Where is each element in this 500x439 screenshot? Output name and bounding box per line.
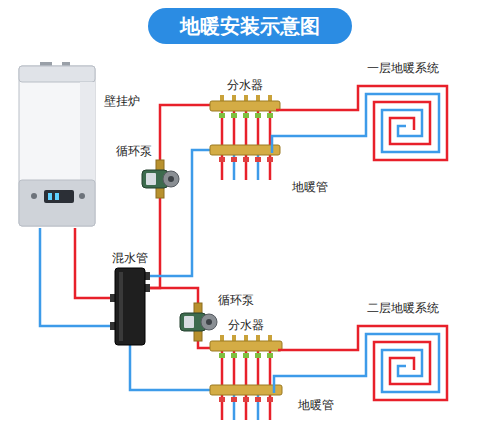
shape-part (243, 353, 249, 358)
shape-part (231, 157, 237, 162)
shape-part (55, 193, 59, 200)
part-label: 分水器 (228, 318, 264, 332)
part-label: 一层地暖系统 (367, 61, 439, 75)
floor-heating-coil: 一层地暖系统 (350, 78, 455, 168)
shape-part (244, 95, 248, 101)
water-pipe (150, 288, 198, 303)
knob (79, 193, 85, 199)
shape-part (231, 113, 237, 118)
water-pipe (198, 341, 210, 348)
shape-part (19, 180, 95, 226)
circulation-pump: 循环泵 (140, 160, 180, 198)
manifold-drawing (210, 95, 280, 180)
shape-part (119, 272, 123, 341)
shape-part (276, 109, 280, 112)
water-pipe (282, 349, 350, 352)
shape-part (220, 95, 224, 101)
floor-heating-coil: 二层地暖系统 (350, 318, 455, 408)
shape-part (115, 268, 145, 345)
knob (31, 193, 37, 199)
shape-part (268, 95, 272, 101)
shape-part (232, 95, 236, 101)
boiler-drawing (18, 62, 96, 228)
water-pipe (75, 228, 110, 298)
manifold: 分水器 (210, 335, 282, 420)
shape-part (244, 335, 248, 341)
circulation-pump: 循环泵 (178, 303, 218, 341)
shape-part (219, 397, 225, 402)
part-label: 分水器 (227, 78, 263, 92)
shape-part (274, 376, 282, 393)
part-label: 壁挂炉 (104, 94, 140, 108)
shape-part (267, 157, 273, 162)
shape-part (231, 397, 237, 402)
shape-part (278, 349, 282, 352)
shape-part (350, 326, 447, 400)
shape-part (231, 353, 237, 358)
manifold-drawing (210, 335, 282, 420)
water-pipe (130, 345, 210, 390)
water-pipe (150, 150, 210, 276)
part-label: 循环泵 (218, 293, 254, 307)
floor-heating-coil-drawing (350, 78, 455, 168)
part-label: 混水管 (112, 251, 148, 265)
shape-part (232, 335, 236, 341)
shape-part (272, 136, 280, 153)
shape-part (19, 66, 95, 82)
part-label: 二层地暖系统 (367, 301, 439, 315)
pump-cap (206, 319, 212, 325)
manifold: 分水器 (210, 95, 280, 180)
shape-part (184, 316, 194, 328)
floor-heating-coil-drawing (350, 318, 455, 408)
shape-part (210, 145, 280, 155)
shape-part (267, 353, 273, 358)
water-pipe (280, 135, 350, 138)
water-pipe (150, 198, 160, 288)
shape-part (243, 397, 249, 402)
circulation-pump-drawing (140, 160, 180, 198)
shape-part (350, 86, 447, 160)
boiler: 壁挂炉 (18, 62, 96, 228)
shape-part (350, 94, 439, 152)
shape-part (219, 353, 225, 358)
water-pipe (282, 375, 350, 378)
shape-part (210, 341, 282, 351)
shape-part (255, 397, 261, 402)
part-label: 循环泵 (116, 144, 152, 158)
shape-part (243, 113, 249, 118)
water-pipe (160, 105, 210, 160)
shape-part (48, 193, 52, 200)
shape-part (210, 385, 282, 395)
shape-part (243, 157, 249, 162)
pump-cap (201, 314, 217, 330)
shape-part (267, 113, 273, 118)
shape-part (256, 95, 260, 101)
pump-cap (163, 171, 179, 187)
mixing-tank-drawing (110, 268, 150, 345)
mixing-tank: 混水管 (110, 268, 150, 345)
shape-part (350, 334, 439, 392)
shape-part (255, 353, 261, 358)
shape-part (210, 101, 280, 111)
shape-part (255, 157, 261, 162)
shape-part (255, 113, 261, 118)
water-pipe (280, 109, 350, 112)
shape-part (80, 82, 95, 182)
pipe-label: 地暖管 (292, 180, 328, 194)
shape-part (268, 335, 272, 341)
circulation-pump-drawing (178, 303, 218, 341)
shape-part (267, 397, 273, 402)
shape-part (219, 113, 225, 118)
shape-part (256, 335, 260, 341)
shape-part (219, 157, 225, 162)
pipe-label: 地暖管 (298, 398, 334, 412)
water-pipe (40, 228, 110, 326)
shape-part (146, 173, 156, 185)
shape-part (19, 66, 95, 226)
title-banner: 地暖安装示意图 (148, 8, 352, 44)
pump-cap (168, 176, 174, 182)
shape-part (220, 335, 224, 341)
shape-part (44, 190, 74, 203)
